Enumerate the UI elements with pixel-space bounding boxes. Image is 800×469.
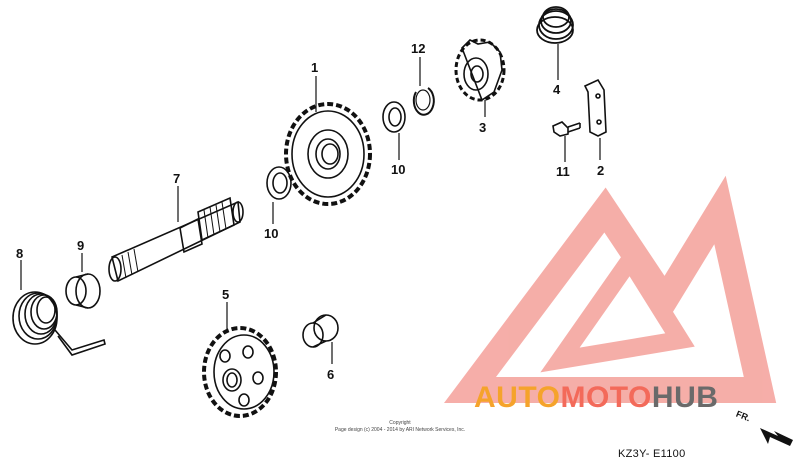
part-1-kickstarter-gear xyxy=(284,102,372,206)
part-10-washer-lower xyxy=(266,166,292,200)
watermark-part-moto: MOTO xyxy=(560,381,652,414)
diagram-code: KZ3Y- E1100 xyxy=(618,448,686,460)
callout-8: 8 xyxy=(16,246,24,261)
part-7-kickstarter-spindle xyxy=(108,196,244,283)
part-4-ratchet-spring xyxy=(536,6,574,44)
callout-2: 2 xyxy=(597,163,605,178)
callout-9: 9 xyxy=(77,238,85,253)
watermark-text: AUTOMOTOHUB xyxy=(474,381,718,415)
callout-10-upper: 10 xyxy=(391,162,406,177)
callout-7: 7 xyxy=(173,171,181,186)
copyright-notice: Page design (c) 2004 - 2014 by ARI Netwo… xyxy=(334,427,466,433)
part-10-washer-upper xyxy=(382,101,406,133)
part-9-bushing xyxy=(65,273,101,309)
callout-3: 3 xyxy=(479,120,487,135)
part-8-kick-spring xyxy=(12,291,106,356)
callout-5: 5 xyxy=(222,287,230,302)
callout-4: 4 xyxy=(553,82,561,97)
copyright-label: Copyright xyxy=(389,420,411,426)
callout-10-lower: 10 xyxy=(264,226,279,241)
part-2-guide-plate xyxy=(583,78,607,137)
callout-1: 1 xyxy=(311,60,319,75)
callout-6: 6 xyxy=(327,367,335,382)
part-11-bolt xyxy=(552,121,581,137)
callout-11: 11 xyxy=(556,164,570,179)
leader-lines xyxy=(20,44,601,364)
part-6-bushing xyxy=(302,314,339,348)
watermark-part-hub: HUB xyxy=(651,381,719,414)
part-5-idle-gear xyxy=(202,326,278,418)
part-3-ratchet xyxy=(454,38,506,102)
front-direction-arrow xyxy=(760,428,793,446)
part-12-circlip xyxy=(412,87,435,116)
callout-12: 12 xyxy=(411,41,426,56)
watermark-part-auto: AUTO xyxy=(474,381,561,414)
watermark-logo xyxy=(444,175,777,403)
